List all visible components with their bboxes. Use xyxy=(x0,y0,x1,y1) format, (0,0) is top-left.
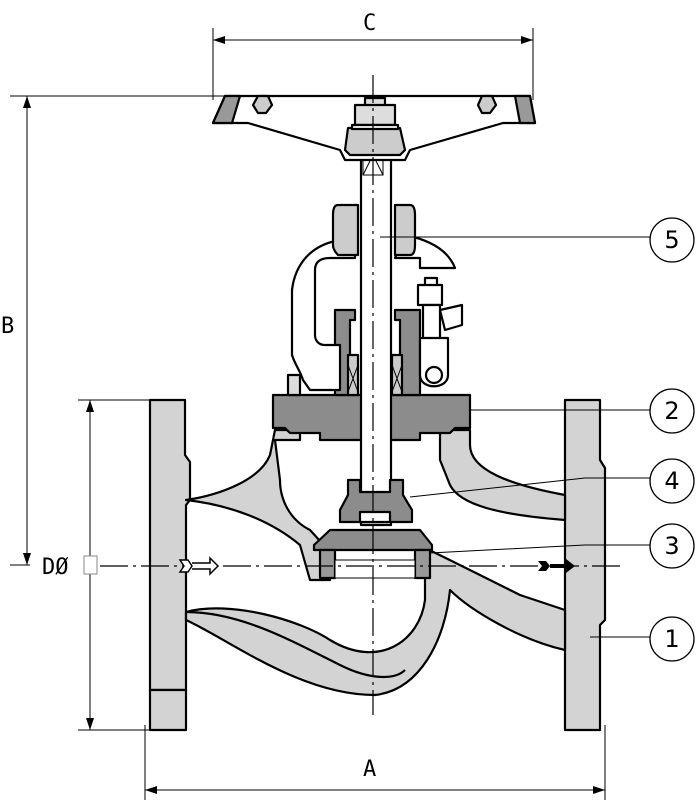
dimension-b xyxy=(10,95,225,566)
gland-bolt xyxy=(416,276,464,388)
flow-in-arrow xyxy=(178,556,220,576)
svg-text:1: 1 xyxy=(664,625,679,653)
stem xyxy=(346,128,404,527)
svg-text:4: 4 xyxy=(664,467,679,495)
callout-3: 3 xyxy=(649,523,695,569)
dimension-c xyxy=(212,28,534,100)
dimension-d xyxy=(78,399,150,731)
flow-out-arrow xyxy=(538,559,575,573)
dimension-a-label: A xyxy=(363,757,376,782)
svg-text:5: 5 xyxy=(664,226,679,254)
callout-2: 2 xyxy=(649,388,695,434)
callout-leaders xyxy=(380,236,650,638)
callout-4: 4 xyxy=(649,458,695,504)
callout-1: 1 xyxy=(649,616,695,662)
dimension-d-label: DØ xyxy=(42,555,69,580)
dimension-c-label: C xyxy=(363,11,376,36)
dimension-a xyxy=(144,725,606,800)
callout-5: 5 xyxy=(649,217,695,263)
svg-text:3: 3 xyxy=(664,532,679,560)
valve-body xyxy=(148,398,607,732)
svg-text:2: 2 xyxy=(664,397,679,425)
dimension-b-label: B xyxy=(1,314,14,339)
yoke xyxy=(286,203,457,397)
disc xyxy=(312,478,434,580)
handwheel xyxy=(211,94,537,162)
